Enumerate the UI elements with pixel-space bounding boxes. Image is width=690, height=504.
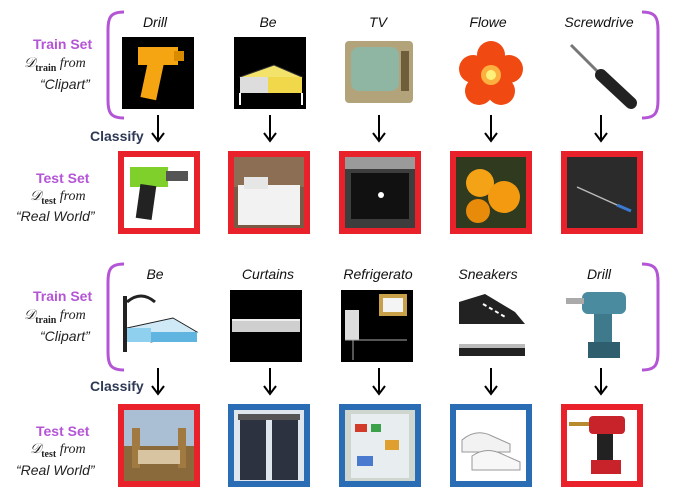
down-arrow-icon (263, 368, 277, 396)
class-label: Be (259, 14, 277, 30)
test-set-label: Test Set (36, 423, 90, 439)
down-arrow-icon (372, 368, 386, 396)
test-from-text: from (56, 442, 86, 457)
test-source-label: “Real World” (16, 208, 95, 224)
train-math-subscript: train (35, 62, 57, 74)
clipart-sneakers-image (455, 290, 527, 362)
right-bracket-icon (641, 262, 660, 372)
test-dataset-notation: 𝒟test from (30, 442, 86, 460)
right-bracket-icon (641, 10, 660, 120)
clipart-bed-image (234, 37, 306, 109)
left-bracket-icon (106, 262, 125, 372)
class-label: Refrigerato (343, 266, 413, 282)
down-arrow-icon (484, 115, 498, 143)
down-arrow-icon (151, 115, 165, 143)
class-label: Be (146, 266, 164, 282)
train-from-text: from (56, 308, 86, 323)
train-set-label: Train Set (33, 36, 93, 52)
down-arrow-icon (594, 115, 608, 143)
test-math-subscript: test (41, 448, 57, 460)
clipart-screwdriver-image (565, 37, 637, 109)
test-bed-photo (118, 404, 200, 487)
class-label: Curtains (241, 266, 295, 282)
down-arrow-icon (372, 115, 386, 143)
test-drill-photo (118, 151, 200, 234)
test-drill-photo (561, 404, 643, 487)
clipart-flower-image (455, 37, 527, 109)
test-tv-photo (339, 151, 421, 234)
test-source-label: “Real World” (16, 462, 95, 478)
test-math-symbol: 𝒟 (30, 442, 42, 457)
clipart-tv-image (343, 37, 415, 109)
class-label: Flowe (469, 14, 507, 30)
test-screwdriver-photo (561, 151, 643, 234)
clipart-bed-image (117, 288, 199, 360)
down-arrow-icon (484, 368, 498, 396)
down-arrow-icon (594, 368, 608, 396)
class-label: Screwdrive (564, 14, 634, 30)
test-from-text: from (56, 189, 86, 204)
train-source-label: “Clipart” (40, 76, 90, 92)
clipart-drill-image (560, 286, 642, 362)
train-math-symbol: 𝒟 (24, 308, 36, 323)
clipart-curtains-image (230, 290, 302, 362)
class-label: Drill (142, 14, 168, 30)
test-curtains-photo (228, 404, 310, 487)
class-label: Drill (586, 266, 612, 282)
train-math-symbol: 𝒟 (24, 56, 36, 71)
train-dataset-notation: 𝒟train from (24, 308, 86, 326)
classify-label: Classify (90, 128, 144, 144)
test-bed-photo (228, 151, 310, 234)
test-refrigerator-photo (339, 404, 421, 487)
train-set-label: Train Set (33, 288, 93, 304)
test-math-subscript: test (41, 195, 57, 207)
train-dataset-notation: 𝒟train from (24, 56, 86, 74)
train-math-subscript: train (35, 314, 57, 326)
class-label: TV (369, 14, 387, 30)
train-source-label: “Clipart” (40, 328, 90, 344)
clipart-refrigerator-image (341, 290, 413, 362)
train-from-text: from (56, 56, 86, 71)
left-bracket-icon (106, 10, 125, 120)
test-sneakers-photo (450, 404, 532, 487)
class-label: Sneakers (458, 266, 518, 282)
test-flower-photo (450, 151, 532, 234)
down-arrow-icon (151, 368, 165, 396)
test-set-label: Test Set (36, 170, 90, 186)
clipart-drill-image (122, 37, 194, 109)
classify-label: Classify (90, 378, 144, 394)
down-arrow-icon (263, 115, 277, 143)
test-dataset-notation: 𝒟test from (30, 189, 86, 207)
test-math-symbol: 𝒟 (30, 189, 42, 204)
